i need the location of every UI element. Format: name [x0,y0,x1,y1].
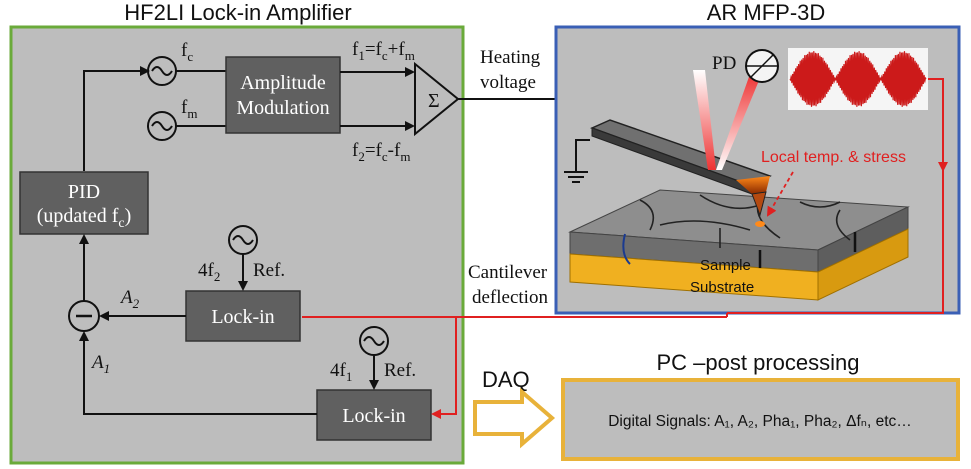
local-temp-pointer [766,171,794,217]
summer-block [414,61,460,137]
amplitude-modulation-block [225,56,341,134]
f2-equation: f2=fc-fm [352,140,410,164]
digital-signals-text: Digital Signals: A₁, A₂, Pha₁, Pha₂, Δfₙ… [608,413,912,430]
lockin-2-label: Lock-in [211,306,274,328]
a2-label: A2 [119,287,140,311]
local-temp-label: Local temp. & stress [761,149,906,166]
lockin-1-block [316,389,432,441]
am-label-line1: Amplitude [240,72,326,94]
pid-block [19,171,149,235]
heating-voltage-label-line1: Heating [480,47,541,68]
lockin-1-label: Lock-in [342,405,405,427]
pid-label-line2: (updated fc) [37,205,132,231]
afm-panel-title: AR MFP-3D [707,0,826,25]
heating-voltage-label-line2: voltage [480,72,536,93]
sample-label: Sample [700,257,751,274]
lockin-panel-title: HF2LI Lock-in Amplifier [124,0,351,25]
a1-label: A1 [90,352,110,376]
laser-incident-icon [693,70,716,170]
daq-arrow-icon [473,387,556,449]
photodiode-icon [745,49,779,83]
pd-label: PD [712,53,736,74]
ref-label-2: Ref. [253,260,285,281]
pc-panel [561,378,960,461]
pc-panel-title: PC –post processing [657,350,860,375]
laser-reflected-icon [716,74,760,170]
pid-label-line1: PID [68,181,100,203]
fc-label: fc [181,40,193,64]
cantilever-label-line2: deflection [472,287,548,308]
f1-equation: f1=fc+fm [352,39,415,63]
fm-label: fm [181,97,197,121]
cantilever-icon [589,119,772,227]
ground-icon [564,139,590,183]
deflection-signal-line [727,78,944,314]
sum-symbol: Σ [428,90,440,112]
ref-label-1: Ref. [384,360,416,381]
cantilever-label-line1: Cantilever [468,262,548,283]
am-label-line2: Modulation [236,97,329,119]
lockin-2-block [185,290,301,342]
4f1-label: 4f1 [330,360,352,384]
am-waveform-icon [789,51,927,107]
daq-label: DAQ [482,367,530,392]
deflection-to-lockin1 [431,316,727,419]
4f2-label: 4f2 [198,260,220,284]
sample-stack [568,189,910,301]
substrate-label: Substrate [690,279,754,296]
